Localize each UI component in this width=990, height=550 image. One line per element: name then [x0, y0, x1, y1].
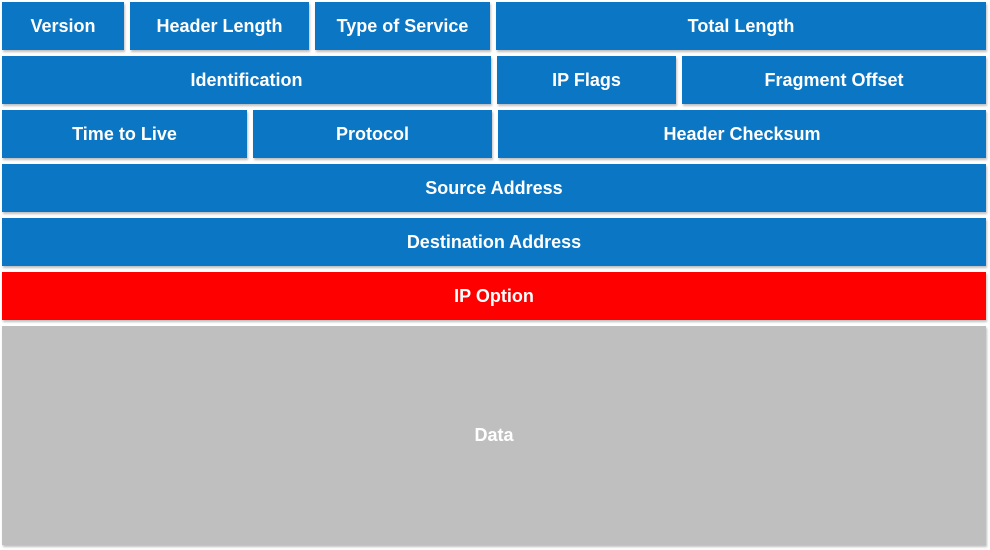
field-header-checksum: Header Checksum [498, 110, 986, 158]
field-time-to-live: Time to Live [2, 110, 247, 158]
field-ip-flags: IP Flags [497, 56, 676, 104]
row-word-3: Time to Live Protocol Header Checksum [2, 110, 986, 158]
row-word-4: Source Address [2, 164, 986, 212]
row-word-1: Version Header Length Type of Service To… [2, 2, 986, 50]
row-word-5: Destination Address [2, 218, 986, 266]
field-identification: Identification [2, 56, 491, 104]
field-protocol: Protocol [253, 110, 492, 158]
row-data: Data [2, 326, 986, 545]
field-header-length: Header Length [130, 2, 309, 50]
field-version: Version [2, 2, 124, 50]
row-word-2: Identification IP Flags Fragment Offset [2, 56, 986, 104]
row-ip-option: IP Option [2, 272, 986, 320]
field-data: Data [2, 326, 986, 545]
field-source-address: Source Address [2, 164, 986, 212]
field-destination-address: Destination Address [2, 218, 986, 266]
field-type-of-service: Type of Service [315, 2, 490, 50]
field-ip-option: IP Option [2, 272, 986, 320]
field-fragment-offset: Fragment Offset [682, 56, 986, 104]
field-total-length: Total Length [496, 2, 986, 50]
